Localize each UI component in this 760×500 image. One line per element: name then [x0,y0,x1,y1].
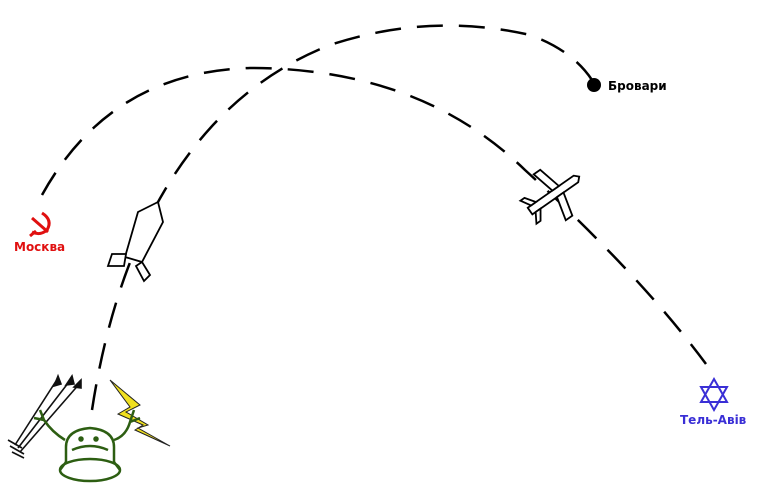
city-label-brovary: Бровари [608,79,667,93]
airplane-icon [518,168,581,226]
hammer-sickle-icon [29,211,51,238]
city-dot-icon [587,78,601,92]
warrior-figure-icon [33,409,141,483]
rocket-icon [106,200,164,283]
trajectory-moscow-telaviv [40,66,708,365]
city-label-tel-aviv: Тель-Авів [680,413,747,427]
star-of-david-icon [699,376,729,413]
arrows-icon [7,373,82,459]
city-label-moscow: Москва [14,240,66,254]
lightning-icon [109,379,171,447]
